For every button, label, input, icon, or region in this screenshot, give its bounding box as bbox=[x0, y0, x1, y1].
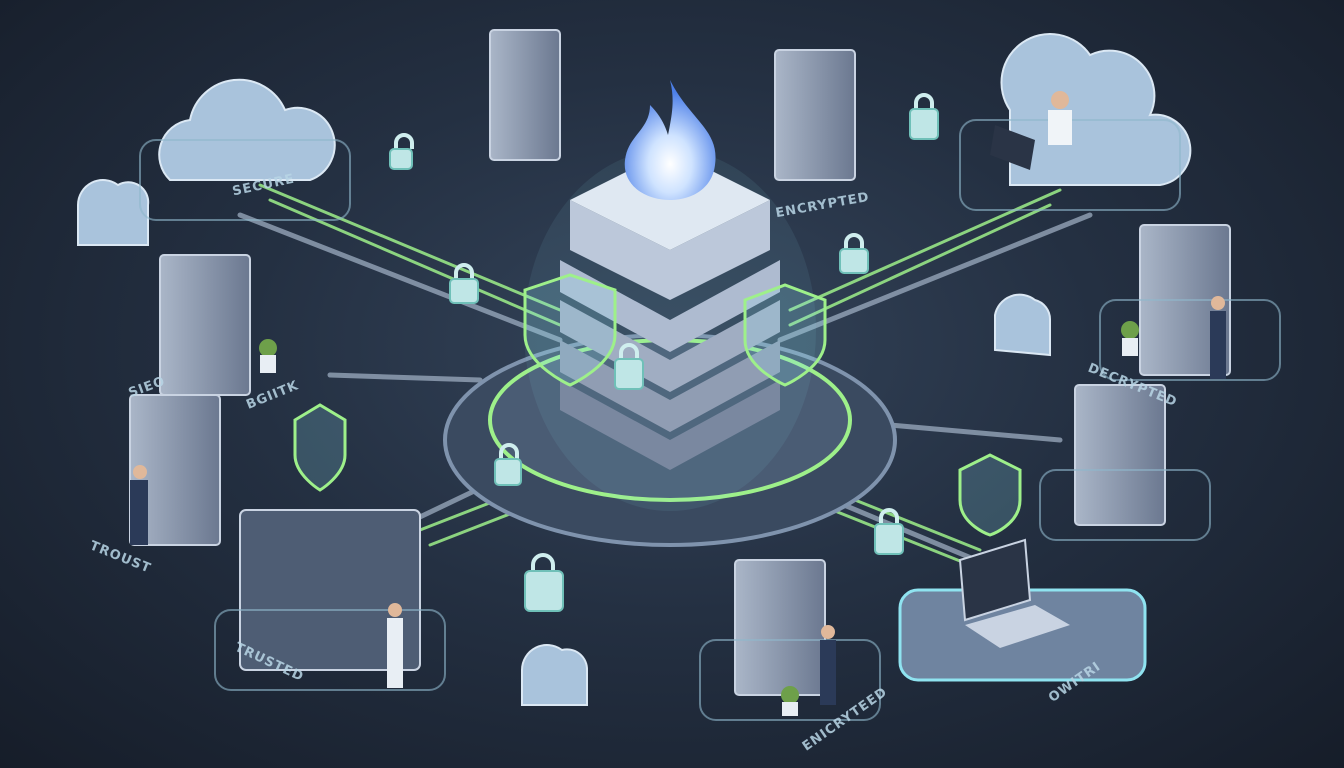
shield-icon bbox=[293, 273, 1022, 537]
plant-icon bbox=[259, 321, 1139, 716]
cloud-icon bbox=[77, 32, 1192, 706]
laptop-icon bbox=[898, 125, 1147, 682]
lock-icon bbox=[389, 93, 939, 612]
server-icon bbox=[129, 29, 1231, 696]
node-platforms bbox=[139, 119, 1281, 721]
person-icon bbox=[130, 91, 1226, 705]
flame-icon bbox=[624, 80, 716, 200]
